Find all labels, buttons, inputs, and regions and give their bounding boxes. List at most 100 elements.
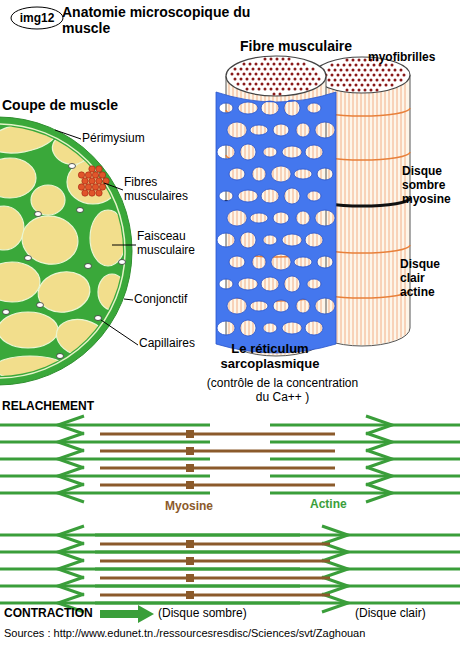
myofibril-dot: [355, 64, 358, 67]
myofibril-dot: [337, 64, 340, 67]
myofibril-dot: [328, 69, 331, 72]
tag-oval-outline: [11, 7, 63, 29]
m-line-block: [186, 430, 194, 438]
myofibril-dot: [240, 68, 243, 71]
part-label: Actine: [310, 498, 390, 512]
z-disc-chevron: [58, 467, 84, 485]
myofibril-dot: [294, 78, 297, 81]
myofibril-dot: [309, 73, 312, 76]
figure-tag: img12: [10, 6, 64, 30]
inner-ring: [0, 124, 125, 378]
myofibril-dot: [394, 69, 397, 72]
myofibril-dot: [376, 79, 379, 82]
muscle-fascicle: [0, 118, 58, 157]
myofibril-dot: [382, 79, 385, 82]
myofibril-dot: [352, 79, 355, 82]
myofibril-dot: [373, 74, 376, 77]
z-disc-chevron: [322, 594, 348, 612]
myofibril-dot: [337, 84, 340, 87]
myofibril-dot: [367, 84, 370, 87]
myofibril-dot: [270, 58, 273, 61]
myofibril-dot: [400, 79, 403, 82]
myofibril-dot: [303, 73, 306, 76]
myofibril-dot: [346, 79, 349, 82]
myofibril-dot: [258, 68, 261, 71]
muscle-fiber-dot: [85, 172, 91, 178]
leader-line: [124, 299, 133, 300]
epimysium: [0, 117, 132, 385]
muscle-fiber-dot: [78, 184, 84, 190]
muscle-fascicle: [67, 160, 119, 204]
myofibril-dot: [282, 58, 285, 61]
muscle-fiber-dot: [96, 178, 102, 184]
myofibril-dot: [264, 88, 267, 91]
z-disc-chevron: [322, 526, 348, 544]
myofibril-dot: [267, 73, 270, 76]
muscle-fiber-dot: [92, 184, 98, 190]
myosin-filament: [100, 594, 330, 597]
myofibril-dot: [343, 64, 346, 67]
myofibril-dot: [358, 89, 361, 92]
muscle-fiber-dot: [85, 184, 91, 190]
myofibril-dot: [279, 63, 282, 66]
diagram-title: Anatomie microscopique du muscle: [62, 4, 277, 36]
myofibril-dot: [309, 83, 312, 86]
part-label: Capillaires: [139, 337, 219, 351]
myofibril-dot: [237, 83, 240, 86]
actin-filament: [0, 424, 210, 427]
myofibril-dot: [297, 83, 300, 86]
myofibril-dot: [285, 73, 288, 76]
muscle-fascicle: [0, 262, 40, 302]
myofibril-dot: [376, 89, 379, 92]
z-disc-chevron: [366, 467, 392, 485]
muscle-fiber-dot: [89, 166, 95, 172]
myofibril-dot: [306, 88, 309, 91]
myofibril-dot: [343, 84, 346, 87]
muscle-fascicle: [90, 210, 126, 266]
myofibril-dot: [288, 88, 291, 91]
part-label: Coupe de muscle: [2, 97, 152, 113]
myofibril-dot: [364, 79, 367, 82]
actin-filament: [0, 475, 210, 478]
leader-line: [55, 130, 81, 139]
myofibril-dot: [261, 63, 264, 66]
z-disc-chevron: [322, 577, 348, 595]
myofibril-dot: [297, 63, 300, 66]
relaxed-sarcomere: [0, 416, 460, 502]
myofibril-dot: [370, 89, 373, 92]
actin-filament: [0, 441, 210, 444]
myofibril-dot: [391, 74, 394, 77]
myofibril-dot: [294, 68, 297, 71]
myofibril-dot: [343, 74, 346, 77]
actin-filament: [95, 568, 460, 571]
muscle-fascicle: [98, 274, 126, 310]
myofibril-dot: [355, 74, 358, 77]
myofibril-dot: [331, 84, 334, 87]
myofibril-dot: [276, 58, 279, 61]
myofibril-dot: [352, 69, 355, 72]
myosin-filament: [100, 543, 330, 546]
myofibril-dot: [340, 69, 343, 72]
part-label: myofibrilles: [368, 51, 458, 65]
myofibril-dot: [264, 58, 267, 61]
myofibril-dot: [258, 88, 261, 91]
part-label: Le réticulum sarcoplasmique: [210, 342, 330, 372]
myofibril-dot: [243, 73, 246, 76]
part-label: RELACHEMENT: [2, 400, 152, 414]
myofibril-dot: [318, 78, 321, 81]
part-label: (Disque clair): [355, 607, 455, 621]
myofibril-dot: [264, 78, 267, 81]
leader-line: [101, 320, 138, 345]
myofibril-dot: [364, 59, 367, 62]
muscle-fiber-dot: [78, 172, 84, 178]
myofibril-dot: [288, 78, 291, 81]
myofibril-dot: [273, 63, 276, 66]
actin-filament: [270, 475, 460, 478]
part-label: Périmysium: [82, 132, 172, 146]
z-disc-chevron: [58, 484, 84, 502]
m-line-block: [186, 557, 194, 565]
myofibril-dot: [252, 88, 255, 91]
myofibril-dot: [303, 83, 306, 86]
contracted-sarcomere: [0, 526, 460, 623]
z-disc-chevron: [366, 416, 392, 434]
